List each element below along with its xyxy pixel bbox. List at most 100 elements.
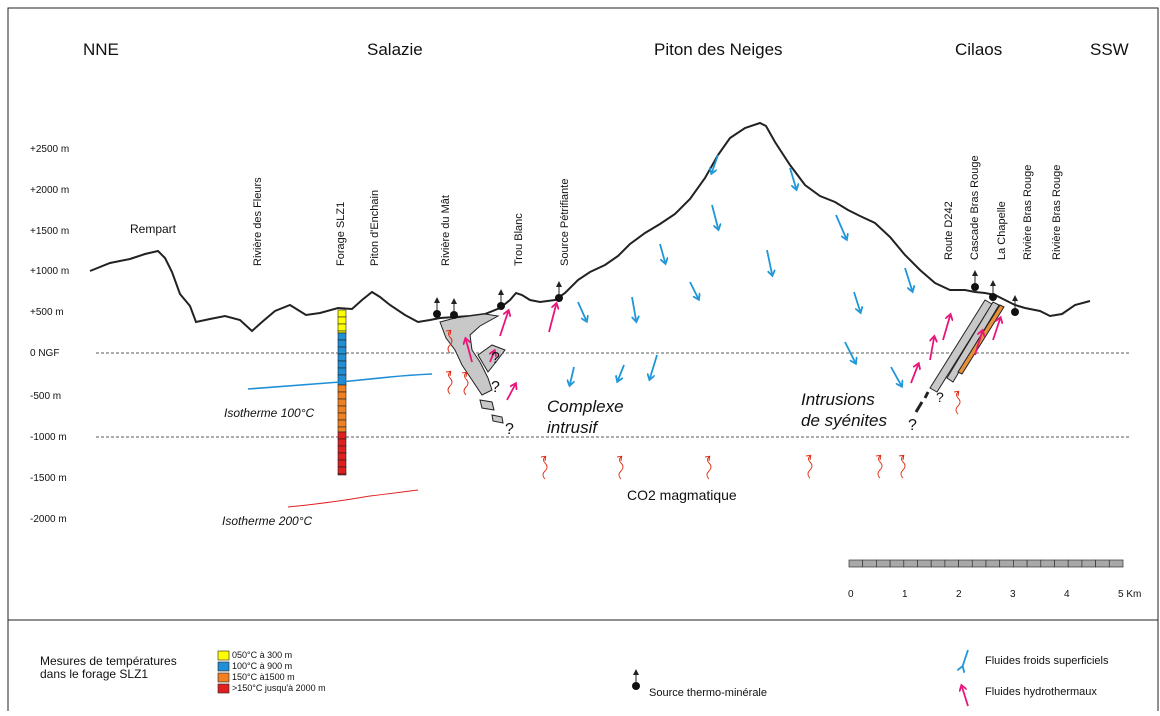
scale-bar-segment bbox=[971, 559, 987, 568]
spring-marker bbox=[497, 289, 505, 310]
hydrothermal-arrow bbox=[490, 352, 494, 363]
legend-temps-title-1: Mesures de températures bbox=[40, 654, 177, 668]
scale-bar-segment bbox=[958, 559, 973, 568]
cold-fluid-arrow bbox=[577, 301, 586, 320]
scale-bar-segment bbox=[1108, 559, 1124, 568]
cold-fluid-arrow bbox=[650, 354, 658, 378]
intrusions-label-line1: Intrusions bbox=[801, 390, 875, 409]
spring-marker bbox=[433, 297, 441, 318]
elev-label: +2000 m bbox=[30, 185, 70, 196]
scale-bar-segment bbox=[1095, 559, 1110, 568]
legend-temp-label: 150°C à1500 m bbox=[232, 672, 295, 682]
elev-label: +2500 m bbox=[30, 144, 70, 155]
scale-bar-segment bbox=[985, 559, 1001, 568]
region-cilaos: Cilaos bbox=[955, 40, 1003, 59]
cold-fluid-arrow bbox=[711, 204, 718, 228]
legend-swatch-3 bbox=[217, 683, 230, 694]
borehole-cell bbox=[337, 309, 347, 318]
region-piton-des-neiges: Piton des Neiges bbox=[654, 40, 783, 59]
borehole-cell bbox=[337, 419, 347, 428]
site-piton-d-enchain: Piton d'Enchain bbox=[369, 189, 381, 266]
hydrothermal-arrow bbox=[992, 319, 1000, 341]
site-riviere-bras-rouge-2: Rivière Bras Rouge bbox=[1051, 164, 1063, 260]
scale-tick-label: 4 bbox=[1064, 589, 1070, 600]
scale-bar-segment bbox=[1040, 559, 1055, 568]
cold-fluid-arrow bbox=[766, 249, 772, 274]
cold-fluid-arrows bbox=[570, 154, 912, 385]
borehole-cell bbox=[337, 316, 347, 325]
co2-arrow bbox=[901, 456, 906, 479]
borehole-cell bbox=[337, 360, 347, 369]
question-mark: ? bbox=[491, 350, 500, 367]
hydrothermal-arrow bbox=[466, 340, 473, 363]
borehole-cell bbox=[337, 431, 347, 440]
spring-marker bbox=[971, 270, 979, 291]
borehole-cell bbox=[337, 391, 347, 400]
legend-hydro-label: Fluides hydrothermaux bbox=[985, 686, 1097, 698]
legend-swatch-0 bbox=[217, 650, 230, 661]
scale-bar-segment bbox=[889, 559, 905, 568]
scale-bar-segment bbox=[944, 559, 959, 568]
elev-label: +1500 m bbox=[30, 226, 70, 237]
hydrothermal-arrow bbox=[506, 385, 515, 401]
co2-arrow bbox=[448, 372, 453, 395]
hydrothermal-fluid-arrows bbox=[466, 305, 1000, 401]
elev-label: -500 m bbox=[30, 391, 62, 402]
scale-bar-segment bbox=[848, 559, 864, 568]
co2-magmatic-arrows bbox=[448, 331, 961, 480]
cold-fluid-arrow bbox=[570, 366, 575, 384]
borehole-cell bbox=[337, 353, 347, 362]
diagram-frame bbox=[7, 7, 1159, 621]
cilaos-dikes bbox=[914, 299, 1005, 413]
borehole-cell bbox=[337, 452, 347, 461]
borehole-cell bbox=[337, 438, 347, 447]
question-mark: ? bbox=[936, 389, 944, 405]
elev-label: +500 m bbox=[30, 307, 64, 318]
cold-fluid-arrow bbox=[835, 214, 846, 238]
site-forage-slz1: Forage SLZ1 bbox=[335, 201, 347, 266]
borehole-cell bbox=[337, 466, 347, 475]
cold-fluid-arrow bbox=[618, 364, 625, 380]
borehole-cell bbox=[337, 412, 347, 421]
cold-fluid-arrow bbox=[789, 167, 796, 188]
borehole-cell bbox=[337, 323, 347, 332]
legend-source-label: Source thermo-minérale bbox=[649, 687, 767, 699]
elev-label: 0 NGF bbox=[30, 348, 60, 359]
spring-marker bbox=[989, 280, 997, 301]
borehole-cell bbox=[337, 339, 347, 348]
co2-arrow bbox=[956, 392, 961, 415]
co2-arrow bbox=[619, 457, 624, 480]
site-riviere-du-mat: Rivière du Mât bbox=[440, 195, 452, 266]
borehole-cell bbox=[337, 445, 347, 454]
elev-label: -1500 m bbox=[30, 473, 67, 484]
legend-hydro-arrow bbox=[962, 687, 969, 707]
co2-magmatique-label: CO2 magmatique bbox=[627, 487, 737, 503]
elev-label: -2000 m bbox=[30, 514, 67, 525]
cold-fluid-arrow bbox=[689, 281, 698, 298]
site-source-petrifiante: Source Pétrifiante bbox=[559, 178, 571, 266]
spring-marker bbox=[450, 298, 458, 319]
legend-cold-label: Fluides froids superficiels bbox=[985, 655, 1109, 667]
scale-bar-segment bbox=[930, 559, 946, 568]
scale-bar-segment bbox=[876, 559, 891, 568]
scale-tick-label: 3 bbox=[1010, 589, 1016, 600]
site-riviere-bras-rouge-1: Rivière Bras Rouge bbox=[1022, 164, 1034, 260]
isotherm-100-line bbox=[247, 373, 433, 390]
scale-bar-segment bbox=[1026, 559, 1042, 568]
scale-bar bbox=[848, 559, 1124, 568]
scale-tick-label: 0 bbox=[848, 589, 854, 600]
borehole-cell bbox=[337, 384, 347, 393]
complexe-label-line2: intrusif bbox=[547, 418, 598, 437]
salazie-intrusive-body bbox=[439, 313, 506, 424]
scale-bar-segment bbox=[1054, 559, 1069, 568]
scale-tick-label: 2 bbox=[956, 589, 962, 600]
spring-marker bbox=[1011, 295, 1019, 316]
borehole-cell bbox=[337, 398, 347, 407]
legend-temp-label: >150°C jusqu'à 2000 m bbox=[232, 683, 326, 693]
site-la-chapelle: La Chapelle bbox=[996, 201, 1008, 260]
hydrothermal-arrow bbox=[499, 312, 508, 337]
hydrothermal-arrow bbox=[929, 338, 934, 361]
intrusions-label-line2: de syénites bbox=[801, 411, 887, 430]
co2-arrow bbox=[808, 456, 813, 479]
